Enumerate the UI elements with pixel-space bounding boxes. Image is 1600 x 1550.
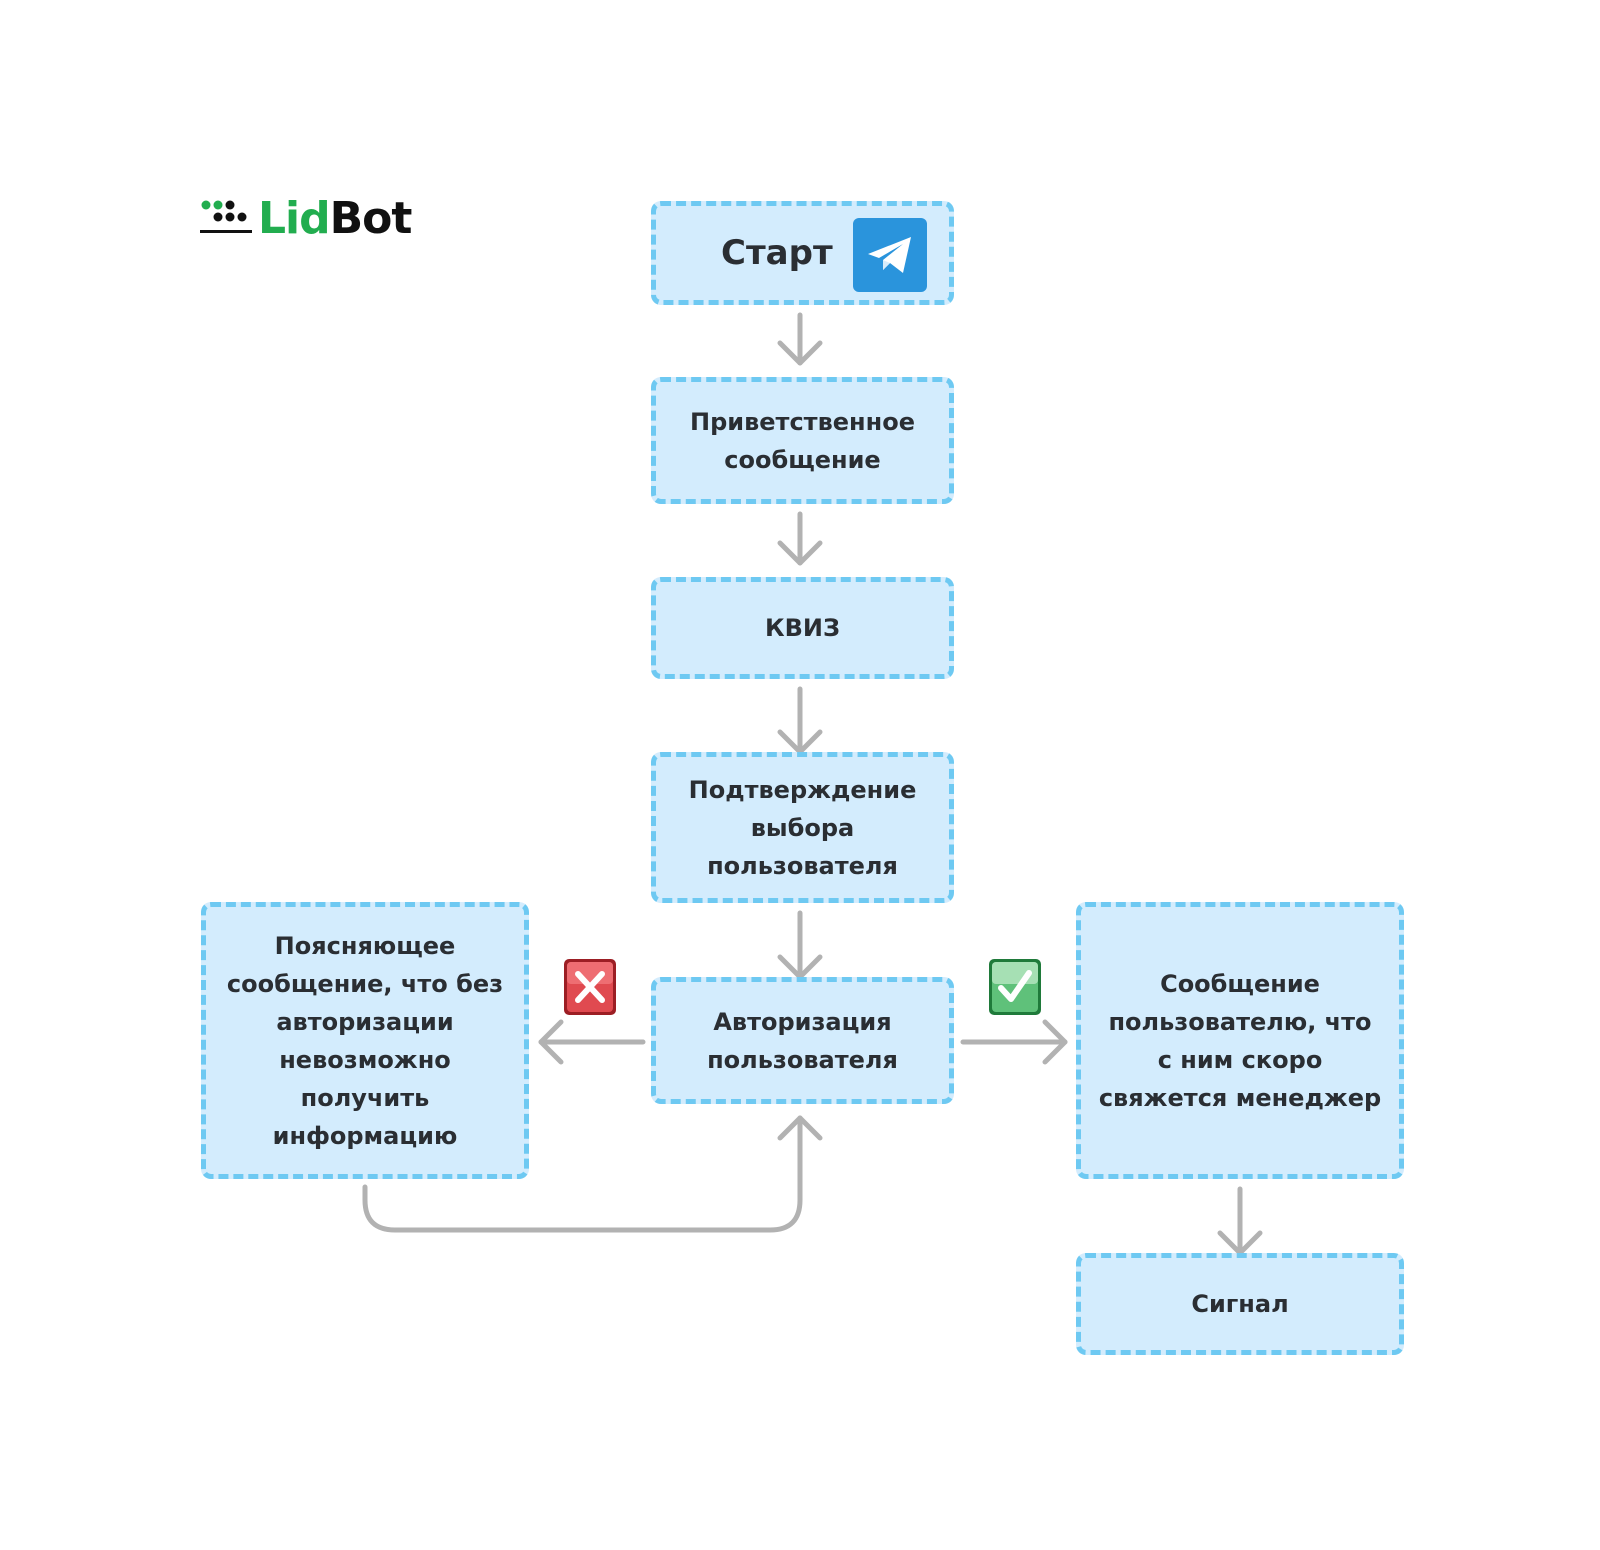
arrow-auth-to-manager [960, 1019, 1068, 1065]
node-confirm-choice-label: Подтверждение выбора пользователя [688, 775, 917, 880]
node-welcome-message-label: Приветственное сообщение [690, 407, 915, 474]
node-authorization: Авторизация пользователя [651, 977, 954, 1104]
node-quiz-label: КВИЗ [764, 614, 841, 642]
check-mark-icon [988, 958, 1042, 1016]
node-manager-message-label: Сообщение пользователю, что с ним скоро … [1098, 969, 1382, 1112]
logo-text-bot: Bot [329, 193, 413, 244]
cross-mark-icon [563, 958, 617, 1016]
node-explain-message-label: Поясняющее сообщение, что без авторизаци… [226, 931, 504, 1150]
arrow-auth-to-explain [538, 1019, 646, 1065]
node-quiz: КВИЗ [651, 577, 954, 679]
node-welcome-message: Приветственное сообщение [651, 377, 954, 504]
node-signal-label: Сигнал [1191, 1290, 1289, 1318]
arrow-start-to-welcome [777, 312, 823, 366]
telegram-icon [853, 218, 927, 292]
arrow-welcome-to-quiz [777, 511, 823, 566]
node-start: Старт [651, 201, 954, 305]
node-manager-message: Сообщение пользователю, что с ним скоро … [1076, 902, 1404, 1179]
node-explain-message: Поясняющее сообщение, что без авторизаци… [201, 902, 529, 1179]
node-start-label: Старт [721, 233, 833, 273]
logo-dots-icon [200, 200, 252, 233]
node-confirm-choice: Подтверждение выбора пользователя [651, 752, 954, 903]
arrow-quiz-to-confirm [777, 686, 823, 755]
arrow-manager-to-signal [1217, 1186, 1263, 1256]
node-authorization-label: Авторизация пользователя [707, 1007, 898, 1074]
logo-wordmark: LidBot [258, 193, 413, 245]
lidbot-logo: LidBot [200, 193, 415, 247]
arrow-confirm-to-auth [777, 910, 823, 980]
node-signal: Сигнал [1076, 1253, 1404, 1355]
arrow-explain-to-auth [362, 1115, 823, 1233]
logo-text-lid: Lid [258, 193, 331, 244]
